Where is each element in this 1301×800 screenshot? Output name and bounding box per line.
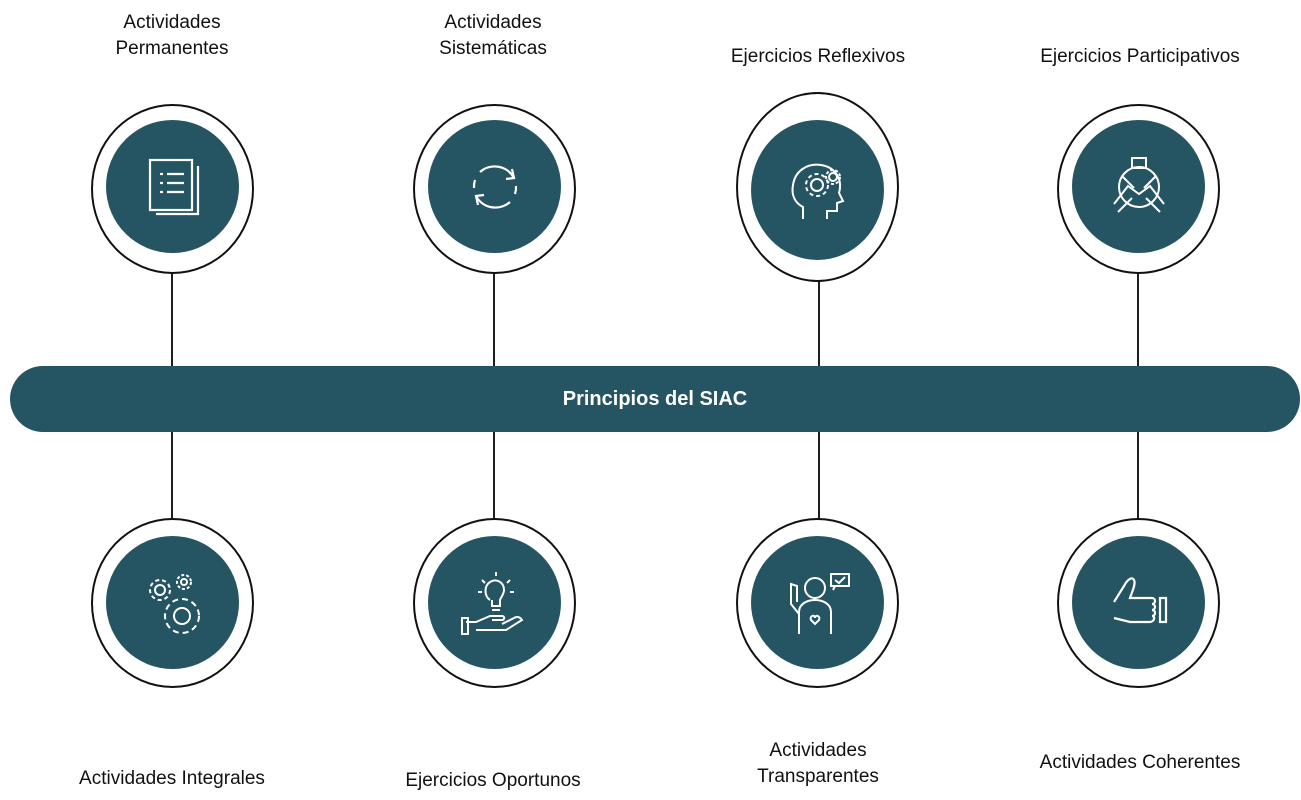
disc-actividades-transparentes [751,536,884,669]
connector-bottom-2 [493,430,495,522]
cycle-arrows-icon [472,164,517,209]
label-ejercicios-oportunos: Ejercicios Oportunos [405,770,581,791]
disc-actividades-integrales [106,536,239,669]
central-title: Principios del SIAC [562,387,748,410]
connector-top-2 [493,270,495,368]
person-message-icon [789,572,850,634]
connector-bottom-4 [1137,430,1139,522]
connector-bottom-3 [818,430,820,522]
disc-ejercicios-participativos [1072,120,1205,253]
connector-top-1 [171,270,173,368]
label-actividades-coherentes: Actividades Coherentes [1039,752,1241,773]
thumbs-up-icon [1112,576,1167,623]
connector-top-3 [818,280,820,368]
label-actividades-integrales: Actividades Integrales [79,768,265,789]
disc-ejercicios-reflexivos [751,120,884,260]
hand-lightbulb-icon [460,571,523,635]
disc-actividades-permanentes [106,120,239,253]
central-band: Principios del SIAC [10,366,1300,432]
gears-icon [148,573,200,634]
joined-hands-icon [1112,156,1165,213]
connector-top-4 [1137,272,1139,368]
disc-actividades-sistematicas [428,120,561,253]
document-list-icon [148,158,199,215]
connector-bottom-1 [171,430,173,522]
label-ejercicios-participativos: Ejercicios Participativos [1040,46,1240,67]
disc-ejercicios-oportunos [428,536,561,669]
disc-actividades-coherentes [1072,536,1205,669]
label-ejercicios-reflexivos: Ejercicios Reflexivos [730,46,906,67]
head-gears-icon [791,163,844,219]
